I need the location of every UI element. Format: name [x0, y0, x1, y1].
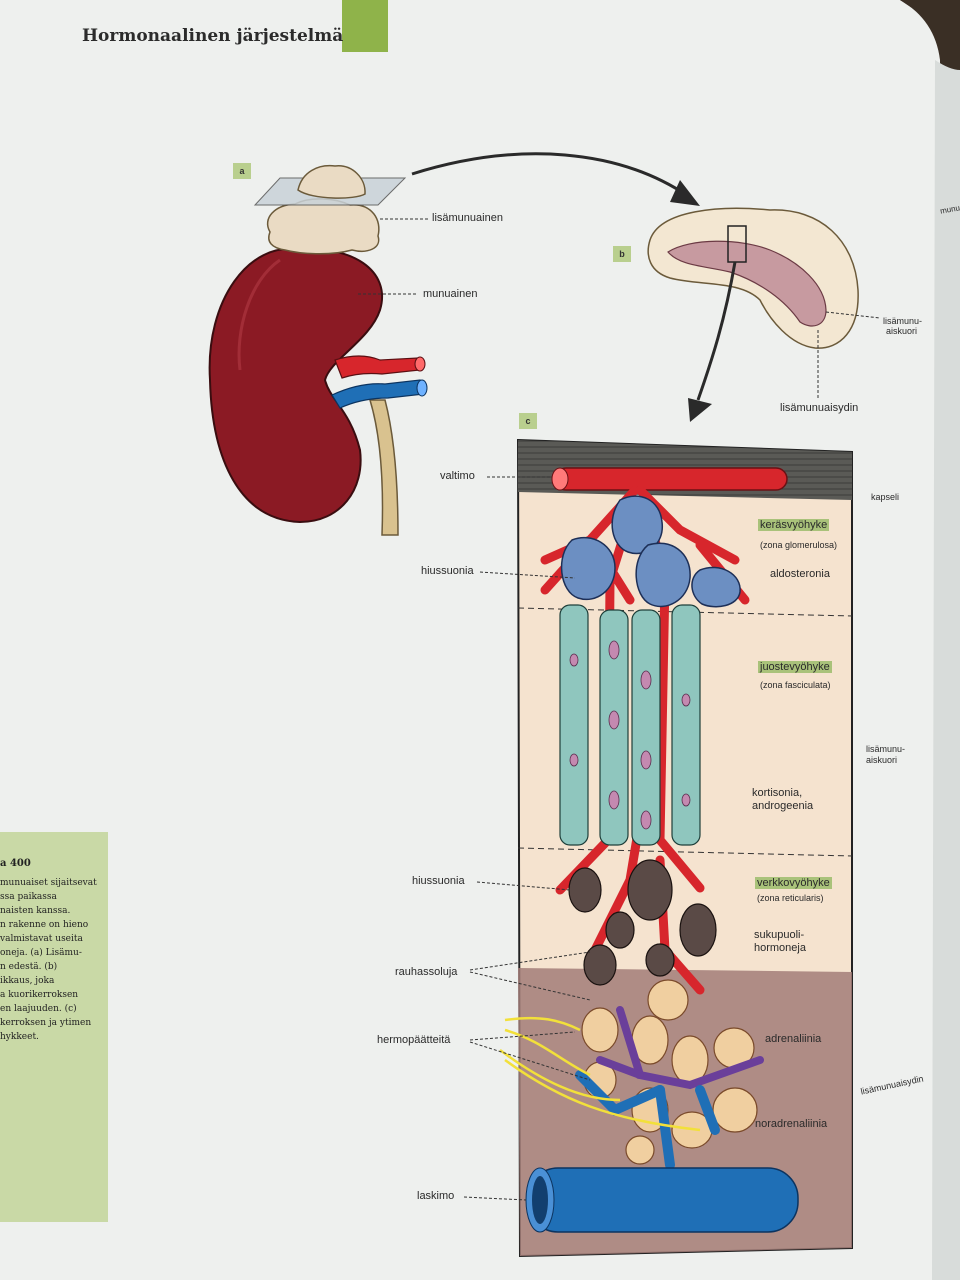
caption-line: ikkaus, joka: [0, 976, 55, 986]
caption-line: n rakenne on hieno: [0, 920, 89, 930]
panel-badge-c: c: [519, 413, 537, 429]
label-capillaries-bottom: hiussuonia: [412, 875, 465, 887]
label-capsule: kapseli: [871, 492, 900, 502]
caption-line: ssa paikassa: [0, 892, 57, 902]
label-artery: valtimo: [440, 470, 475, 482]
label-aldosterone: aldosteronia: [770, 568, 830, 580]
label-cortex-2: aiskuori: [866, 755, 898, 765]
chapter-title: Hormonaalinen järjestelmä: [82, 26, 344, 46]
header-tab: [342, 0, 388, 52]
figure-number: a 400: [0, 858, 31, 869]
caption-line: naisten kanssa.: [0, 906, 71, 916]
label-nerve-endings: hermopäätteitä: [377, 1034, 451, 1046]
label-zona-fasciculata-latin: (zona fasciculata): [760, 680, 831, 690]
label-cortisone-1: kortisonia,: [752, 787, 803, 799]
label-zona-reticularis-latin: (zona reticularis): [757, 893, 824, 903]
panel-badge-b: b: [613, 246, 631, 262]
figure-caption-box: [0, 832, 108, 1222]
caption-line: n edestä. (b): [0, 962, 58, 972]
kidney-diagram: [208, 164, 428, 536]
adrenal-gland: [266, 198, 380, 255]
cortex-layers-diagram: [499, 438, 853, 1258]
caption-line: oneja. (a) Lisämu-: [0, 948, 82, 958]
label-zona-glomerulosa: keräsvyöhyke: [758, 519, 830, 531]
label-gland-cells: rauhassoluja: [395, 966, 458, 978]
label-zona-reticularis: verkkovyöhyke: [755, 877, 832, 889]
adrenal-medulla: [667, 240, 827, 327]
arrow-b-to-c: [696, 261, 737, 401]
label-b-medulla: lisämunuaisydin: [780, 402, 859, 414]
label-cortisone-2: androgeenia: [752, 800, 814, 812]
arrow-a-to-b: [411, 152, 689, 198]
label-sex-hormones-2: hormoneja: [754, 942, 806, 954]
caption-line: a kuorikerroksen: [0, 990, 79, 1000]
caption-line: en laajuuden. (c): [0, 1004, 77, 1014]
artery-vessel: [554, 467, 788, 491]
label-adrenal-gland: lisämunuainen: [432, 212, 503, 224]
panel-badge-a: a: [233, 163, 251, 179]
vein-vessel: [527, 1167, 799, 1233]
label-vein: laskimo: [417, 1190, 455, 1202]
label-b-cortex-2: aiskuori: [886, 326, 918, 336]
detail-box: [727, 225, 747, 263]
caption-line: valmistavat useita: [0, 934, 83, 944]
ureter: [368, 399, 399, 536]
label-zona-glomerulosa-latin: (zona glomerulosa): [760, 540, 838, 550]
next-page-edge: [932, 60, 960, 1280]
label-b-cortex-1: lisämunu-: [883, 316, 923, 326]
label-cortex-1: lisämunu-: [866, 744, 906, 754]
label-capillaries-top: hiussuonia: [421, 565, 474, 577]
caption-line: munuaiset sijaitsevat: [0, 878, 97, 888]
kidney: [208, 247, 383, 524]
label-noradrenaline: noradrenaliinia: [755, 1118, 828, 1130]
label-sex-hormones-1: sukupuoli-: [754, 929, 805, 941]
adrenal-section-diagram: [647, 207, 881, 400]
caption-line: hykkeet.: [0, 1032, 39, 1042]
label-zona-fasciculata: juostevyöhyke: [758, 661, 832, 673]
label-kidney: munuainen: [423, 288, 478, 300]
figure-caption-text: munuaiset sijaitsevat ssa paikassa naist…: [0, 876, 108, 1044]
label-adrenaline: adrenaliinia: [765, 1033, 822, 1045]
caption-line: kerroksen ja ytimen: [0, 1018, 92, 1028]
